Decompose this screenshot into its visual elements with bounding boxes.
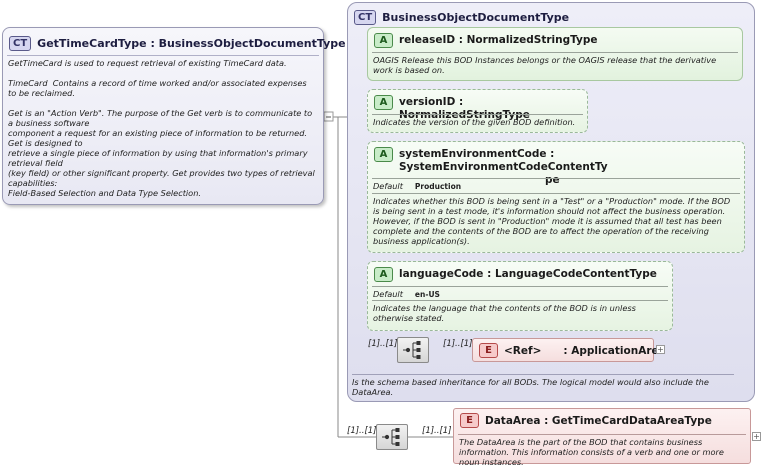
element-application-area[interactable]: E <Ref> : ApplicationArea — [472, 338, 666, 362]
attribute-release-id[interactable]: A releaseID : NormalizedStringType OAGIS… — [367, 27, 743, 81]
sequence-cardinality: [1]..[1] — [368, 339, 398, 349]
element-divider — [458, 434, 746, 435]
attribute-name: versionID : NormalizedStringType — [399, 96, 530, 121]
element-data-area[interactable]: E DataArea : GetTimeCardDataAreaType The… — [453, 408, 751, 467]
sequence-cardinality: [1]..[1] — [347, 426, 377, 436]
element-cardinality: [1]..[1] — [443, 339, 473, 349]
get-timecard-type-title: GetTimeCardType : BusinessObjectDocument… — [37, 36, 346, 50]
default-label: Default — [373, 181, 403, 191]
attribute-name: systemEnvironmentCode : SystemEnvironmen… — [399, 147, 738, 187]
element-icon: E — [479, 343, 498, 358]
element-icon: E — [460, 413, 479, 428]
get-timecard-type-header: CT GetTimeCardType : BusinessObjectDocum… — [9, 33, 346, 53]
sequence-compositor-icon[interactable] — [397, 337, 429, 363]
attribute-icon: A — [374, 147, 393, 162]
attribute-divider — [372, 178, 740, 179]
base-type-title: BusinessObjectDocumentType — [382, 10, 570, 24]
attribute-icon: A — [374, 33, 393, 48]
attribute-doc: Indicates the version of the given BOD d… — [373, 117, 576, 127]
default-value-row: Default en-US — [373, 289, 440, 299]
default-value: Production — [414, 182, 462, 191]
attribute-version-id[interactable]: A versionID : NormalizedStringType Indic… — [367, 89, 588, 133]
attribute-doc: OAGIS Release this BOD Instances belongs… — [373, 55, 717, 75]
expand-data-area-icon[interactable]: + — [752, 432, 761, 441]
get-timecard-type-doc: GetTimeCard is used to request retrieval… — [8, 58, 315, 198]
element-name: : ApplicationArea — [563, 344, 666, 357]
sequence-compositor-icon[interactable] — [376, 424, 408, 450]
element-cardinality: [1]..[1] — [422, 426, 452, 436]
attribute-icon: A — [374, 267, 393, 282]
element-ref-label: <Ref> — [504, 344, 542, 357]
base-type-header: CT BusinessObjectDocumentType — [354, 8, 569, 26]
default-label: Default — [373, 289, 403, 299]
element-doc: The DataArea is the part of the BOD that… — [459, 437, 724, 467]
attribute-name-line1: systemEnvironmentCode : SystemEnvironmen… — [399, 148, 608, 173]
attribute-name: languageCode : LanguageCodeContentType — [399, 268, 657, 280]
element-name: DataArea : GetTimeCardDataAreaType — [485, 414, 712, 427]
attribute-divider — [372, 300, 668, 301]
base-type-divider — [352, 374, 734, 375]
complex-type-icon: CT — [354, 9, 377, 25]
attribute-icon: A — [374, 95, 393, 110]
base-type-footer-doc: Is the schema based inheritance for all … — [352, 377, 709, 397]
expand-application-area-icon[interactable]: + — [656, 345, 665, 354]
attribute-name: releaseID : NormalizedStringType — [399, 34, 598, 46]
attribute-divider — [372, 286, 668, 287]
attribute-system-environment-code[interactable]: A systemEnvironmentCode : SystemEnvironm… — [367, 141, 745, 253]
attribute-doc: Indicates the language that the contents… — [373, 303, 636, 323]
complex-type-icon: CT — [9, 35, 32, 51]
attribute-name-line2: pe — [545, 174, 560, 186]
get-timecard-type-box[interactable]: CT GetTimeCardType : BusinessObjectDocum… — [2, 27, 346, 205]
default-value: en-US — [414, 290, 440, 299]
attribute-doc: Indicates whether this BOD is being sent… — [373, 196, 731, 246]
default-value-row: Default Production — [373, 181, 461, 191]
attribute-divider — [372, 114, 583, 115]
attribute-language-code[interactable]: A languageCode : LanguageCodeContentType… — [367, 261, 673, 331]
attribute-divider — [372, 193, 740, 194]
header-divider — [7, 55, 319, 56]
attribute-divider — [372, 52, 738, 53]
